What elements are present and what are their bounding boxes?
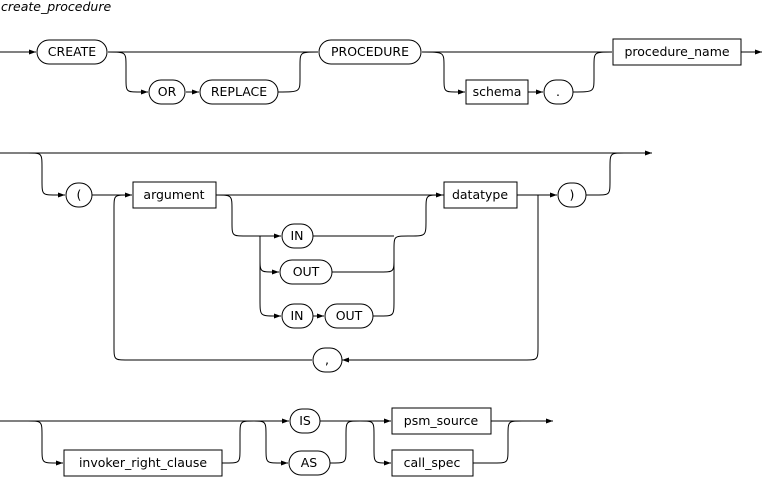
procedure-label: PROCEDURE [331,44,409,59]
is-label: IS [299,413,311,428]
datatype-label: datatype [452,187,508,202]
in-keyword: IN [281,223,314,249]
schema-nonterminal: schema [465,79,529,105]
diagram-title: create_procedure [1,0,111,14]
rparen-label: ) [570,187,575,202]
out-label: OUT [293,264,320,279]
in-out-out-label: OUT [336,308,363,323]
procedure-name-nonterminal: procedure_name [612,38,742,66]
or-label: OR [158,84,177,99]
rparen-keyword: ) [557,182,587,208]
out-keyword: OUT [279,259,333,285]
create-keyword: CREATE [36,39,108,65]
as-label: AS [301,455,318,470]
in-out-out-keyword: OUT [324,303,374,329]
row-3-lines [0,418,553,466]
as-keyword: AS [288,450,331,476]
lparen-label: ( [77,187,82,202]
replace-keyword: REPLACE [199,79,279,105]
schema-label: schema [473,84,522,99]
comma-label: , [325,352,329,367]
call-spec-label: call_spec [404,455,461,470]
create-label: CREATE [48,44,97,59]
dot-label: . [556,84,560,99]
psm-source-nonterminal: psm_source [391,407,492,435]
row-2-lines [0,150,652,363]
dot-keyword: . [543,79,574,105]
in-label: IN [290,228,303,243]
comma-keyword: , [312,347,343,373]
is-keyword: IS [289,408,321,434]
datatype-nonterminal: datatype [443,181,518,209]
procedure-name-label: procedure_name [624,44,729,59]
or-keyword: OR [148,79,186,105]
psm-source-label: psm_source [404,413,479,428]
in-out-in-label: IN [290,308,303,323]
invoker-right-clause-label: invoker_right_clause [79,455,207,470]
replace-label: REPLACE [211,84,267,99]
invoker-right-clause-nonterminal: invoker_right_clause [63,449,223,477]
call-spec-nonterminal: call_spec [391,449,474,477]
argument-label: argument [143,187,204,202]
in-out-in-keyword: IN [281,303,314,329]
row-1-lines [0,49,762,95]
lparen-keyword: ( [65,182,93,208]
procedure-keyword: PROCEDURE [318,39,422,65]
argument-nonterminal: argument [132,181,217,209]
